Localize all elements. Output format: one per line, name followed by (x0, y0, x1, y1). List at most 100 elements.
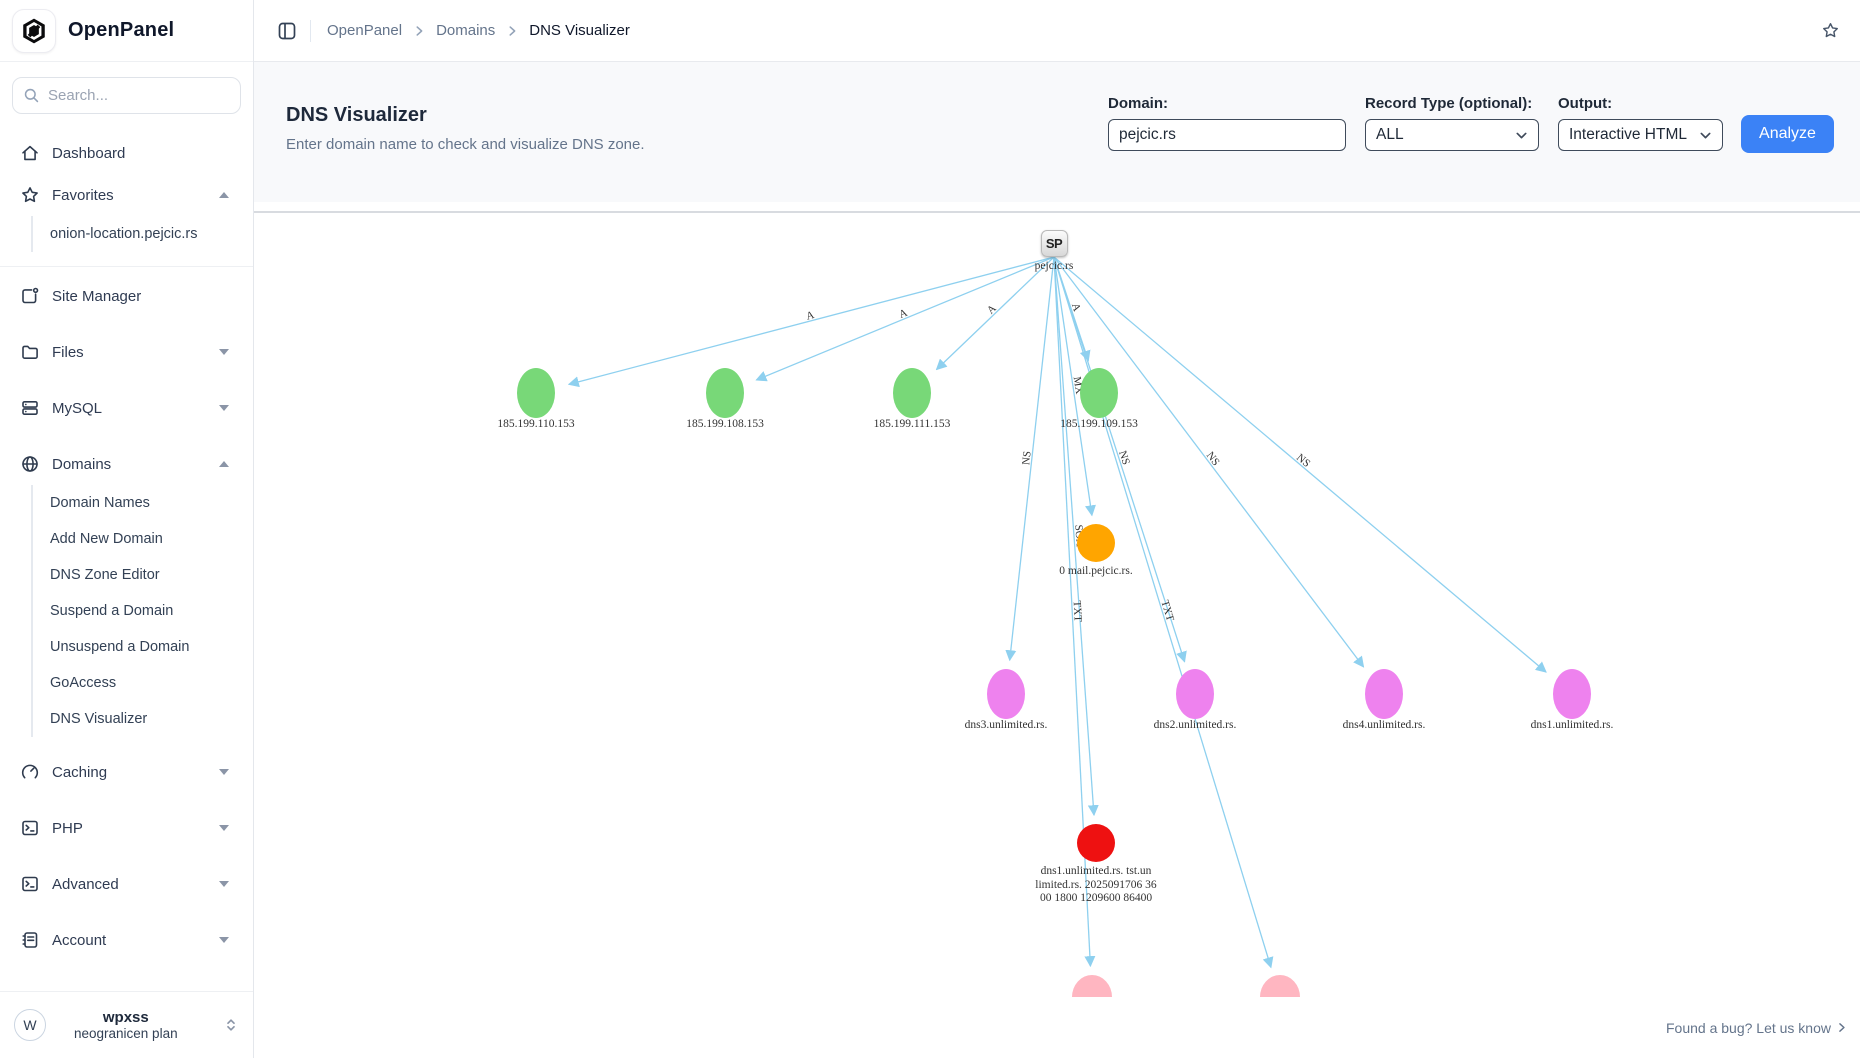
dns-edge-label: A (1069, 302, 1083, 313)
dns-graph-container: AAAAMXNSNSNSNSSOATXTTXT SP pejcic.rs 185… (254, 211, 1860, 997)
main-area: OpenPanel Domains DNS Visualizer DNS Vis… (254, 0, 1860, 1058)
dns-edge-label: NS (1204, 450, 1222, 468)
sidebar-subitem-unsuspend-a-domain[interactable]: Unsuspend a Domain (50, 639, 190, 655)
dns-edge-label: NS (1020, 450, 1033, 465)
report-bug-link[interactable]: Found a bug? Let us know (1666, 1020, 1848, 1036)
breadcrumb-dns-visualizer: DNS Visualizer (529, 22, 630, 39)
notebook-icon (20, 930, 40, 950)
sidebar-divider (0, 266, 253, 267)
output-select[interactable]: Interactive HTML (1558, 119, 1723, 151)
sidebar-item-favorites[interactable]: Favorites (0, 174, 253, 216)
sidebar-subitem-add-new-domain[interactable]: Add New Domain (50, 531, 163, 547)
dns-node-ns4[interactable] (1365, 669, 1403, 719)
sidebar-item-label: Files (52, 343, 84, 361)
sidebar-item-label: Domains (52, 455, 112, 473)
dns-edge-ns2 (1053, 256, 1187, 663)
dns-node-a3[interactable] (893, 368, 931, 418)
chevron-down-icon[interactable] (219, 937, 229, 943)
chevron-right-icon (1839, 1023, 1845, 1032)
dns-node-a2[interactable] (706, 368, 744, 418)
topbar-divider (310, 19, 311, 42)
sidebar-item-account[interactable]: Account (0, 919, 253, 961)
sidebar-item-files[interactable]: Files (0, 331, 253, 373)
dns-node-a4[interactable] (1080, 368, 1118, 418)
breadcrumb-domains[interactable]: Domains (436, 22, 496, 39)
dns-node-soa[interactable] (1077, 824, 1115, 862)
dns-edge-label: A (897, 307, 909, 321)
domain-input[interactable] (1108, 119, 1346, 151)
record-type-select[interactable]: ALL (1365, 119, 1539, 151)
sidebar-item-label: MySQL (52, 399, 103, 417)
sidebar-item-domains[interactable]: Domains (0, 443, 253, 485)
sidebar-user-footer[interactable]: W wpxss neogranicen plan (0, 991, 253, 1058)
report-bug-text: Found a bug? Let us know (1665, 1019, 1831, 1036)
dns-edge-mx (1053, 256, 1096, 517)
openpanel-logo-icon[interactable] (12, 8, 56, 53)
sidebar-search[interactable] (12, 77, 241, 114)
favorites-subnav: onion-location.pejcic.rs (31, 216, 253, 252)
sidebar: OpenPanel Dashboard Favorites (0, 0, 254, 1058)
breadcrumb-openpanel[interactable]: OpenPanel (327, 22, 403, 39)
sidebar-subitem-dns-zone-editor[interactable]: DNS Zone Editor (50, 567, 160, 583)
dns-node-ns1[interactable] (1553, 669, 1591, 719)
chevron-down-icon[interactable] (219, 405, 229, 411)
chevron-up-icon[interactable] (219, 192, 229, 198)
sidebar-item-advanced[interactable]: Advanced (0, 863, 253, 905)
chevron-up-icon[interactable] (219, 461, 229, 467)
chevron-down-icon[interactable] (219, 825, 229, 831)
folder-icon (20, 342, 40, 362)
dns-edge-soa (1053, 256, 1099, 817)
terminal-icon (20, 818, 40, 838)
dns-edge-a3 (935, 256, 1055, 371)
dns-edge-ns1 (1053, 256, 1547, 673)
dns-node-txt1[interactable] (1072, 975, 1112, 997)
sidebar-item-mysql[interactable]: MySQL (0, 387, 253, 429)
sidebar-item-site-manager[interactable]: Site Manager (0, 275, 253, 317)
search-icon (23, 87, 40, 104)
chevron-right-icon (412, 24, 426, 38)
sidebar-item-label: Caching (52, 763, 108, 781)
sidebar-item-label: Account (52, 931, 107, 949)
chevron-down-icon[interactable] (219, 881, 229, 887)
dns-edge-label: NS (1294, 452, 1312, 470)
sidebar-item-php[interactable]: PHP (0, 807, 253, 849)
sidebar-subitem-favorite[interactable]: onion-location.pejcic.rs (50, 226, 198, 242)
dns-graph-svg: AAAAMXNSNSNSNSSOATXTTXT (517, 256, 1591, 997)
dns-graph-canvas[interactable]: AAAAMXNSNSNSNSSOATXTTXT SP pejcic.rs 185… (254, 213, 1860, 997)
sidebar-subitem-suspend-a-domain[interactable]: Suspend a Domain (50, 603, 174, 619)
analyze-button[interactable]: Analyze (1741, 115, 1834, 153)
dns-node-ns3[interactable] (987, 669, 1025, 719)
chevron-down-icon[interactable] (219, 769, 229, 775)
chevrons-up-down-icon[interactable] (223, 1017, 239, 1033)
logo-row: OpenPanel (0, 0, 253, 62)
site-manager-icon (20, 286, 40, 306)
dns-edge-ns4 (1053, 256, 1365, 668)
dns-node-a1[interactable] (517, 368, 555, 418)
dns-node-mx[interactable] (1077, 524, 1115, 562)
favorite-star-icon[interactable] (1821, 21, 1840, 40)
sidebar-subitem-domain-names[interactable]: Domain Names (50, 495, 150, 511)
dns-edge-ns3 (1005, 256, 1055, 662)
output-value: Interactive HTML (1569, 126, 1688, 143)
sidebar-subitem-dns-visualizer[interactable]: DNS Visualizer (50, 711, 148, 727)
dns-edge-label: A (805, 309, 816, 323)
chevron-down-icon[interactable] (219, 349, 229, 355)
sidebar-toggle-icon[interactable] (278, 22, 296, 40)
page-subtitle: Enter domain name to check and visualize… (286, 136, 645, 153)
sidebar-subitem-goaccess[interactable]: GoAccess (50, 675, 117, 691)
dns-edge-label: A (985, 303, 999, 317)
dns-node-ns2[interactable] (1176, 669, 1214, 719)
domains-subnav: Domain Names Add New Domain DNS Zone Edi… (31, 485, 253, 737)
sidebar-item-caching[interactable]: Caching (0, 751, 253, 793)
search-input[interactable] (48, 87, 218, 104)
sidebar-item-label: PHP (52, 819, 83, 837)
dns-edge-a1 (567, 256, 1055, 388)
sidebar-item-dashboard[interactable]: Dashboard (0, 132, 253, 174)
topbar: OpenPanel Domains DNS Visualizer (254, 0, 1860, 62)
page-header: DNS Visualizer Enter domain name to chec… (254, 62, 1860, 202)
terminal-icon (20, 874, 40, 894)
chevron-down-icon (1515, 129, 1528, 142)
dns-node-txt2[interactable] (1260, 975, 1300, 997)
dns-root-node[interactable]: SP (1040, 229, 1068, 257)
